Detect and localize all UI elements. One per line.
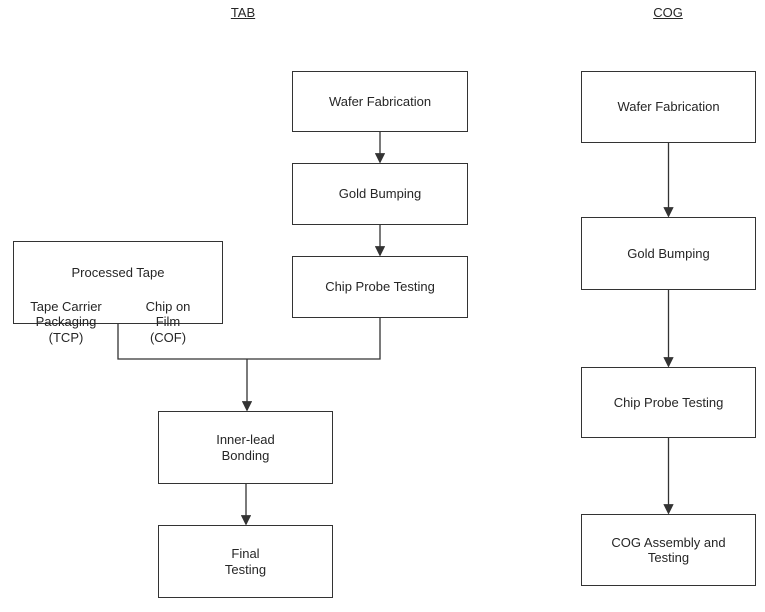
tab-processed-tape-box: Processed Tape Tape Carrier Packaging (T…: [13, 241, 223, 345]
tab-gold-bumping-box: Gold Bumping: [292, 163, 468, 225]
tab-final-testing-box: Final Testing: [158, 525, 333, 598]
cog-assembly-and-testing-box: COG Assembly and Testing: [581, 514, 756, 586]
tab-chip-probe-testing-box: Chip Probe Testing: [292, 256, 468, 318]
tab-column-title: TAB: [230, 5, 256, 20]
processed-tape-title: Processed Tape: [71, 265, 165, 281]
chip-on-film-label: Chip on Film (COF): [145, 298, 191, 345]
cog-column-title: COG: [653, 5, 683, 20]
cog-gold-bumping-box: Gold Bumping: [581, 217, 756, 290]
tab-wafer-fabrication-box: Wafer Fabrication: [292, 71, 468, 132]
tab-inner-lead-bonding-box: Inner-lead Bonding: [158, 411, 333, 484]
cog-wafer-fabrication-box: Wafer Fabrication: [581, 71, 756, 143]
tape-carrier-packaging-label: Tape Carrier Packaging (TCP): [30, 298, 102, 345]
cog-chip-probe-testing-box: Chip Probe Testing: [581, 367, 756, 438]
